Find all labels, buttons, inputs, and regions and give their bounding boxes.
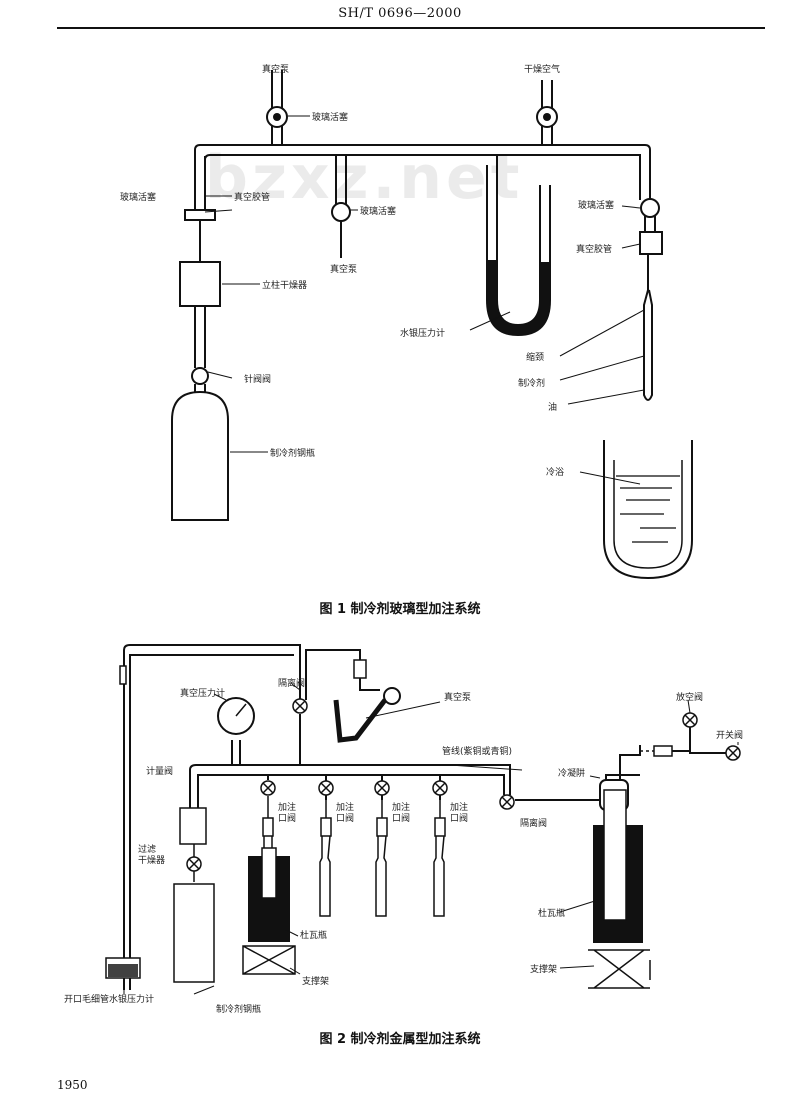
stopcock-right-icon — [640, 198, 660, 218]
label-neck: 缩颈 — [526, 351, 544, 363]
label-glass-valve-top: 玻璃活塞 — [312, 111, 348, 123]
label-filter-dryer: 过滤干燥器 — [138, 843, 165, 866]
support-left-shape — [242, 945, 296, 975]
cold-bath-vessel — [603, 440, 693, 580]
label-refrigerant-cylinder: 制冷剂钢瓶 — [270, 447, 315, 459]
label-cold-trap: 冷凝阱 — [558, 767, 585, 779]
mercury-fill — [487, 260, 550, 335]
label-dry-air: 干燥空气 — [524, 63, 560, 75]
filter-dryer-box — [179, 807, 207, 845]
valve-icons — [186, 698, 741, 872]
glass-manifold-tube — [194, 144, 651, 200]
label-vacuum-pump-top: 真空泵 — [262, 63, 289, 75]
watermark-text: bzxz.net — [205, 143, 523, 213]
label-switch-valve: 开关阀 — [716, 729, 743, 741]
label-dewar-left: 杜瓦瓶 — [300, 929, 327, 941]
label-cold-bath: 冷浴 — [546, 466, 564, 478]
label-fill-valve-2: 加注口阀 — [336, 801, 354, 824]
label-glass-valve-right: 玻璃活塞 — [578, 199, 614, 211]
label-manometer: 开口毛细管水银压力计 — [64, 993, 154, 1005]
vacuum-tube-box — [639, 231, 663, 255]
vacuum-pump-shape — [333, 698, 387, 743]
label-vacuum-gauge: 真空压力计 — [180, 687, 225, 699]
figure-1-diagram: 真空泵 干燥空气 玻璃活塞 玻璃活塞 真空胶管 玻璃活塞 真空泵 立柱干燥器 针… — [120, 63, 693, 580]
label-vacuum-pump-mid: 真空泵 — [330, 263, 357, 275]
label-vacuum-pump: 真空泵 — [444, 691, 471, 703]
label-glass-stopcock: 玻璃活塞 — [120, 191, 156, 203]
label-support-left: 支撑架 — [302, 975, 329, 987]
label-needle-valve: 针阀阀 — [244, 373, 271, 385]
label-dewar-right: 杜瓦瓶 — [538, 907, 565, 919]
label-oil: 油 — [548, 401, 557, 413]
label-fill-valve-1: 加注口阀 — [278, 801, 296, 824]
label-metering-valve: 计量阀 — [146, 765, 173, 777]
column-dryer-box — [179, 261, 221, 307]
refrigerant-cylinder-shape — [171, 390, 229, 521]
needle-valve-icon — [191, 367, 209, 385]
label-refrigerant: 制冷剂 — [518, 377, 545, 389]
figure-2-diagram: 真空压力计 隔离阀 真空泵 放空阀 开关阀 管线(紫铜或青铜) 计量阀 冷凝阱 … — [64, 644, 743, 1015]
label-tubing: 管线(紫铜或青铜) — [442, 745, 512, 757]
figure-2-caption: 图 2 制冷剂金属型加注系统 — [319, 1032, 481, 1047]
label-fill-valve-3: 加注口阀 — [392, 801, 410, 824]
label-isolation-valve-top: 隔离阀 — [278, 677, 305, 689]
header-rule — [57, 27, 765, 29]
label-column-dryer: 立柱干燥器 — [262, 279, 307, 291]
label-vacuum-tube-right: 真空胶管 — [576, 243, 612, 255]
label-fill-valve-4: 加注口阀 — [450, 801, 468, 824]
label-isolation-valve-right: 隔离阀 — [520, 817, 547, 829]
label-support-right: 支撑架 — [530, 963, 557, 975]
page-number: 1950 — [57, 1078, 88, 1092]
figure-1-caption: 图 1 制冷剂玻璃型加注系统 — [319, 602, 481, 617]
support-right-shape — [588, 949, 651, 989]
label-refrigerant-cylinder-2: 制冷剂钢瓶 — [216, 1003, 261, 1015]
label-vacuum-tube-left: 真空胶管 — [234, 191, 270, 203]
standard-header: SH/T 0696—2000 — [338, 6, 462, 21]
label-vent-valve: 放空阀 — [676, 691, 703, 703]
label-mercury-manometer: 水银压力计 — [400, 327, 445, 339]
refrigerant-cylinder-2-shape — [173, 883, 215, 983]
label-glass-valve-mid: 玻璃活塞 — [360, 205, 396, 217]
